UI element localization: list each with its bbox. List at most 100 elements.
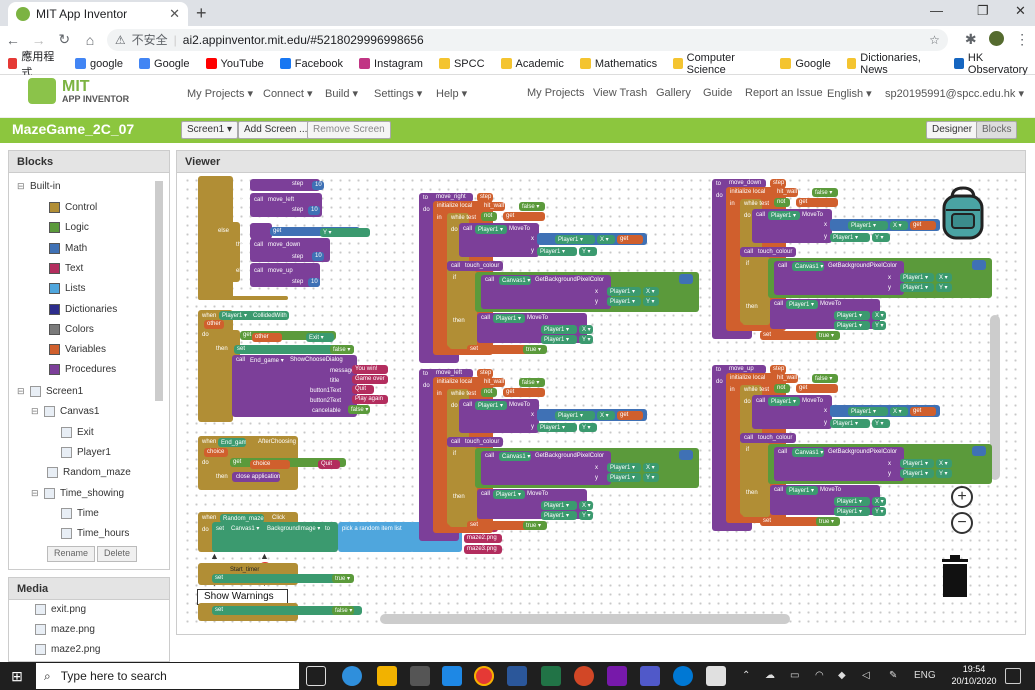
x-prop[interactable]: X ▾ xyxy=(597,411,615,420)
player1-y[interactable]: Player1 ▾ xyxy=(537,247,577,256)
canvas1-dropdown[interactable]: Canvas1 ▾ xyxy=(792,448,824,457)
get-step[interactable]: get xyxy=(617,411,643,420)
player1-y[interactable]: Player1 ▾ xyxy=(607,297,641,306)
bookmark-0[interactable]: 應用程式 xyxy=(8,48,59,80)
builtin-text[interactable]: Text xyxy=(49,262,83,274)
player1-x[interactable]: Player1 ▾ xyxy=(900,459,934,468)
player1-x[interactable]: Player1 ▾ xyxy=(834,497,870,506)
number-10[interactable]: 10 xyxy=(308,206,320,215)
bookmark-9[interactable]: Computer Science xyxy=(673,52,764,76)
component-time[interactable]: Time xyxy=(61,508,99,519)
bookmark-8[interactable]: Mathematics xyxy=(579,58,657,70)
procedure-name[interactable]: move_right xyxy=(433,193,473,202)
procedure-name[interactable]: move_down xyxy=(726,179,766,188)
random-maze-dropdown[interactable]: Random_maze ▾ xyxy=(220,514,264,523)
x-prop[interactable]: X ▾ xyxy=(643,463,659,472)
y-prop[interactable]: Y ▾ xyxy=(872,233,890,242)
not-block[interactable]: not xyxy=(481,388,497,397)
player1-dropdown[interactable]: Player1 ▾ xyxy=(768,211,800,220)
close-application-block[interactable] xyxy=(232,472,280,482)
media-file[interactable]: exit.png xyxy=(35,604,86,615)
y-prop[interactable]: Y ▾ xyxy=(872,507,886,516)
bookmark-1[interactable]: google xyxy=(74,58,123,70)
false-value[interactable]: false ▾ xyxy=(812,374,838,383)
component-exit[interactable]: Exit xyxy=(61,427,94,438)
workspace-vertical-scrollbar[interactable] xyxy=(990,315,1000,480)
other-param[interactable]: other xyxy=(204,320,224,329)
tray-chevron-up-icon[interactable]: ⌃ xyxy=(742,670,751,681)
bookmark-7[interactable]: Academic xyxy=(500,58,564,70)
collapse-icon[interactable]: ⊟ xyxy=(17,181,25,191)
get-hit-wall[interactable]: get xyxy=(796,384,838,393)
false-value[interactable]: false ▾ xyxy=(519,202,545,211)
restore-icon[interactable]: ❐ xyxy=(977,3,989,18)
set-hit-wall[interactable]: set xyxy=(760,517,836,526)
end-game-dropdown[interactable]: End_game ▾ xyxy=(218,438,246,447)
taskbar-search-input[interactable]: ⌕ Type here to search xyxy=(36,663,299,689)
get-step[interactable]: get xyxy=(910,407,936,416)
player1-y[interactable]: Player1 ▾ xyxy=(900,283,934,292)
get-step[interactable]: get xyxy=(617,235,643,244)
player1-dropdown[interactable]: Player1 ▾ xyxy=(475,225,507,234)
hit-wall-name[interactable]: hit_wall xyxy=(774,374,798,383)
false-value[interactable]: false ▾ xyxy=(519,378,545,387)
hit-wall-name[interactable]: hit_wall xyxy=(774,188,798,197)
top-link-5[interactable]: English ▾ xyxy=(827,88,872,100)
player1-x[interactable]: Player1 ▾ xyxy=(834,311,870,320)
player1-y[interactable]: Player1 ▾ xyxy=(834,321,870,330)
reload-icon[interactable]: ↻ xyxy=(58,31,71,47)
player1-dropdown[interactable]: Player1 ▾ xyxy=(475,401,507,410)
canvas1-dropdown[interactable]: Canvas1 ▾ xyxy=(792,262,824,271)
browser-menu-icon[interactable]: ⋮ xyxy=(1015,31,1030,47)
get-hit-wall[interactable]: get xyxy=(503,388,545,397)
component-random_maze[interactable]: Random_maze xyxy=(47,467,131,478)
player1-x[interactable]: Player1 ▾ xyxy=(541,501,577,510)
true-value[interactable]: true ▾ xyxy=(523,345,547,354)
top-link-1[interactable]: View Trash xyxy=(593,87,648,99)
false-value[interactable]: false ▾ xyxy=(812,188,838,197)
teams-icon[interactable] xyxy=(640,666,660,686)
step-param[interactable]: step xyxy=(770,179,786,188)
bookmark-star-icon[interactable]: ☆ xyxy=(929,32,940,47)
menu-3[interactable]: Settings ▾ xyxy=(374,88,423,100)
player1-y[interactable]: Player1 ▾ xyxy=(834,507,870,516)
player1-x[interactable]: Player1 ▾ xyxy=(848,407,888,416)
player1-y[interactable]: Player1 ▾ xyxy=(541,511,577,520)
notifications-icon[interactable] xyxy=(1005,668,1021,684)
file-explorer-icon[interactable] xyxy=(377,666,397,686)
true-value[interactable]: true ▾ xyxy=(523,521,547,530)
set-stopwatch-enabled[interactable]: set xyxy=(212,574,352,583)
not-block[interactable]: not xyxy=(774,198,790,207)
component-time_showing[interactable]: ⊟Time_showing xyxy=(31,488,124,499)
menu-2[interactable]: Build ▾ xyxy=(325,88,359,100)
player1-x[interactable]: Player1 ▾ xyxy=(607,463,641,472)
builtin-colors[interactable]: Colors xyxy=(49,323,94,335)
step-param[interactable]: step xyxy=(477,369,493,378)
builtin-dictionaries[interactable]: Dictionaries xyxy=(49,303,117,315)
battery-icon[interactable]: ▭ xyxy=(790,670,800,681)
y-prop[interactable]: Y ▾ xyxy=(579,423,597,432)
cloud-icon[interactable]: ☁ xyxy=(765,670,775,681)
top-link-0[interactable]: My Projects xyxy=(527,87,585,99)
component-time_hours[interactable]: Time_hours xyxy=(61,528,129,539)
x-prop[interactable]: X ▾ xyxy=(872,497,886,506)
number-10[interactable]: 10 xyxy=(308,278,320,287)
player1-x[interactable]: Player1 ▾ xyxy=(900,273,934,282)
url-input[interactable]: ⚠ 不安全 | ai2.appinventor.mit.edu/#5218029… xyxy=(106,28,948,51)
canvas1-dropdown[interactable]: Canvas1 ▾ xyxy=(228,524,262,533)
windows-start-icon[interactable]: ⊞ xyxy=(11,668,23,684)
top-link-4[interactable]: Report an Issue xyxy=(745,87,823,99)
get-hit-wall[interactable]: get xyxy=(503,212,545,221)
collapse-icon[interactable]: ⊟ xyxy=(17,386,25,396)
player1-y[interactable]: Player1 ▾ xyxy=(900,469,934,478)
trash-icon[interactable] xyxy=(940,555,970,597)
exit-ref[interactable]: Exit ▾ xyxy=(306,333,334,342)
call-move-right[interactable] xyxy=(250,179,320,191)
y-prop[interactable]: Y ▾ xyxy=(579,247,597,256)
builtin-variables[interactable]: Variables xyxy=(49,344,106,356)
bookmark-11[interactable]: Dictionaries, News xyxy=(846,52,939,76)
y-prop[interactable]: Y ▾ xyxy=(872,321,886,330)
get-step[interactable]: get xyxy=(910,221,936,230)
player1-y-getter[interactable]: Y ▾ xyxy=(320,228,370,237)
designer-button[interactable]: Designer xyxy=(926,121,979,139)
